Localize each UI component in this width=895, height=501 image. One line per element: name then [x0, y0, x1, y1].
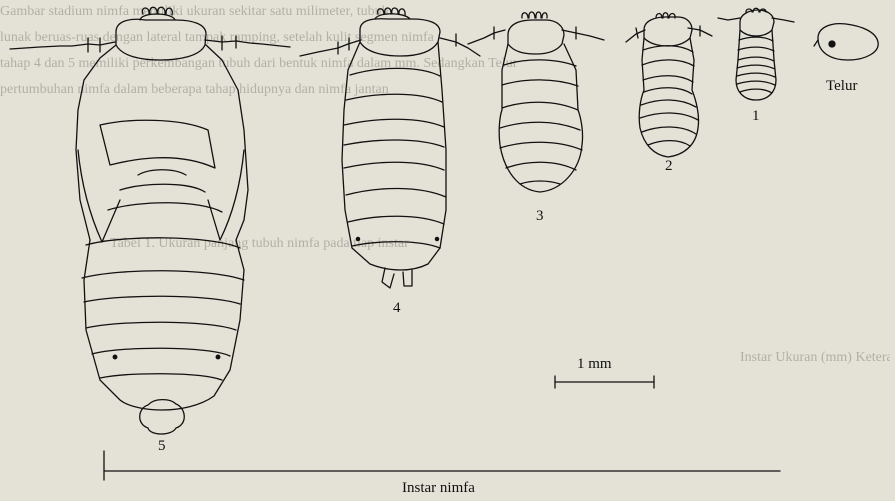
- instar-4-label: 4: [393, 300, 401, 317]
- instar-axis: [104, 451, 780, 480]
- instar-2-nymph-drawing: [626, 13, 712, 157]
- instar-5-nymph-drawing: [10, 7, 290, 434]
- scale-bar: [555, 376, 654, 388]
- instar-1-nymph-drawing: [718, 8, 794, 100]
- egg-label: Telur: [826, 78, 857, 95]
- instar-3-label: 3: [536, 208, 544, 225]
- axis-label: Instar nimfa: [402, 480, 475, 497]
- egg-drawing: [814, 24, 878, 60]
- instar-5-label: 5: [158, 438, 166, 455]
- instar-2-label: 2: [665, 158, 673, 175]
- instar-3-nymph-drawing: [468, 12, 604, 192]
- instar-4-nymph-drawing: [300, 8, 480, 288]
- instar-1-label: 1: [752, 108, 760, 125]
- scale-bar-label: 1 mm: [577, 356, 612, 373]
